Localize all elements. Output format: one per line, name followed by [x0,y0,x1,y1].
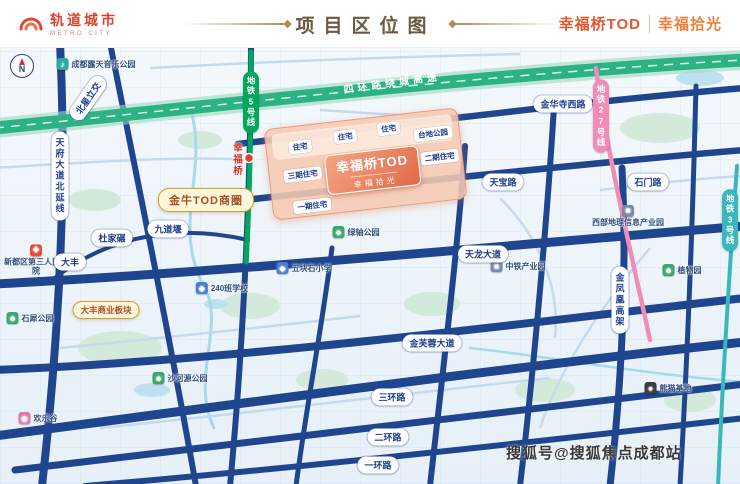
metro-city-logo-icon [19,17,43,30]
metro-city-logo: 轨道城市 METRO CITY [18,10,118,37]
page-title: 项目区位图 [295,15,436,37]
title-decor-left [183,23,284,25]
poi-wukuaishi-primary-school: ◆ 五块石小学 [276,262,332,274]
parcel-label-phase3: 三期住宅 [283,166,323,184]
road-tianlong-avenue [0,221,740,289]
project-logo-name: 幸福桥TOD [335,151,409,175]
road-third-ring [0,338,740,440]
road-label-jinhuasi-west: 金华寺西路 [533,95,593,113]
poi-shaheyuan-park: ♣ 沙河源公园 [152,372,208,384]
watermark-sohu: 搜狐号@搜狐焦点成都站 [506,445,682,462]
brand-lockup: 幸福桥TOD 幸福拾光 [559,13,722,34]
road-vertical-6 [517,103,557,484]
road-jinfurong-avenue [0,294,740,374]
station-label-dujianian: 杜家碾 [91,229,133,247]
map-canvas: N 四环路绕城高速 金华寺西路 天宝路 天龙大道 金芙蓉大道 三环路 二环路 一… [0,48,740,484]
poi-label: 沙河源公园 [167,373,208,383]
park-icon: ♣ [6,312,19,324]
parcel-label-phase2: 二期住宅 [420,148,460,166]
panda-icon: ● [644,382,657,394]
poi-label: 植物园 [677,265,702,275]
hospital-icon: ✚ [30,244,42,257]
poi-label: 中铁产业园 [505,261,546,271]
poi-open-air-music-park: ♪ 成都露天音乐公园 [56,58,136,70]
parcel-label-phase1: 一期住宅 [292,197,333,215]
road-label-jinfenghuang-viaduct: 金凤凰高架 [611,266,629,334]
road-label-jinfurong: 金芙蓉大道 [402,334,462,352]
road-label-second-ring: 二环路 [367,428,409,446]
poi-western-geo-info-park: ■ 西部地理信息产业园 [588,204,668,227]
park-icon: ♣ [332,226,345,238]
station-label-xingfuqiao: 幸福桥 [231,142,242,178]
industry-icon: ■ [622,204,634,217]
poi-label: 欢乐谷 [33,413,58,423]
poi-label: 西部地理信息产业园 [592,217,664,227]
poi-botanical-garden: ♣ 植物园 [662,264,702,276]
brand-primary: 幸福桥TOD [558,16,641,33]
road-label-first-ring: 一环路 [357,456,399,474]
compass-needle-icon [19,58,25,65]
station-label-jiudaoyan: 九道堰 [147,220,189,238]
music-icon: ♪ [56,58,69,70]
road-second-ring [11,381,740,474]
metro-line-27-label: 地铁27号线 [593,79,609,153]
road-label-shimen: 石门路 [627,173,669,191]
road-vertical-8 [677,83,699,484]
poi-label: 绿轴公园 [347,227,380,237]
poi-label: 熊猫基地 [659,383,692,393]
parcel-label-residential: 住宅 [333,128,358,145]
ferris-wheel-icon: ◉ [18,412,31,424]
poi-label: 五块石小学 [291,263,332,273]
poi-label: 石犀公园 [21,313,54,323]
dafeng-business-block-label: 大丰商业板块 [72,301,140,319]
poi-panda-base: ● 熊猫基地 [644,382,692,394]
header: 轨道城市 METRO CITY 项目区位图 幸福桥TOD 幸福拾光 [0,0,740,48]
poi-happy-valley: ◉ 欢乐谷 [18,412,58,424]
project-logo-subname: 幸福拾光 [349,171,399,191]
page-title-group: 项目区位图 [183,0,557,48]
parcel-label-residential: 住宅 [376,120,401,137]
poi-shixi-park: ♣ 石犀公园 [6,312,54,324]
school-icon: ◆ [195,282,208,294]
compass-north-label: N [18,64,26,74]
water-areas [134,70,724,397]
logo-title: 轨道城市 [50,12,118,28]
poi-label: 240班学校 [210,283,249,293]
poi-label: 成都露天音乐公园 [71,59,136,69]
road-label-tianfu-avenue-north: 天府大道北延线 [51,131,69,221]
poi-zhongtie-industry-park: ■ 中铁产业园 [490,260,546,272]
poi-green-axis-park: ♣ 绿轴公园 [332,226,380,238]
road-beixing-avenue [107,48,199,484]
brand-secondary: 幸福拾光 [657,16,722,33]
park-icon: ♣ [662,264,675,276]
xingfuqiao-station-dot [243,152,255,164]
jinniu-tod-business-circle-label: 金牛TOD商圈 [157,188,255,212]
map-roads-layer [0,48,740,484]
parcel-label-residential: 住宅 [287,139,313,155]
metro-line-5-label: 地铁5号线 [243,71,259,133]
station-label-dafeng: 大丰 [53,253,87,271]
road-label-tianlong: 天龙大道 [457,245,509,263]
park-icon: ♣ [152,372,165,384]
road-first-ring [82,415,740,484]
logo-subtitle: METRO CITY [50,31,112,37]
poi-xindu-third-hospital: ✚ 新都区第三人民医院 [3,244,69,276]
road-vertical-4 [293,245,335,484]
school-icon: ◆ [276,262,289,274]
road-tianfu-avenue-north [38,48,67,484]
road-label-third-ring: 三环路 [371,388,413,406]
poi-240-class-school: ◆ 240班学校 [195,282,249,294]
title-decor-right [456,23,557,25]
brand-divider [648,14,650,33]
logo-text-group: 轨道城市 METRO CITY [50,10,118,37]
poi-label: 新都区第三人民医院 [4,257,68,276]
road-label-tianbao: 天宝路 [482,173,524,191]
industry-icon: ■ [490,260,503,272]
compass: N [10,54,34,78]
metro-line-3-label: 地铁3号线 [722,189,738,251]
